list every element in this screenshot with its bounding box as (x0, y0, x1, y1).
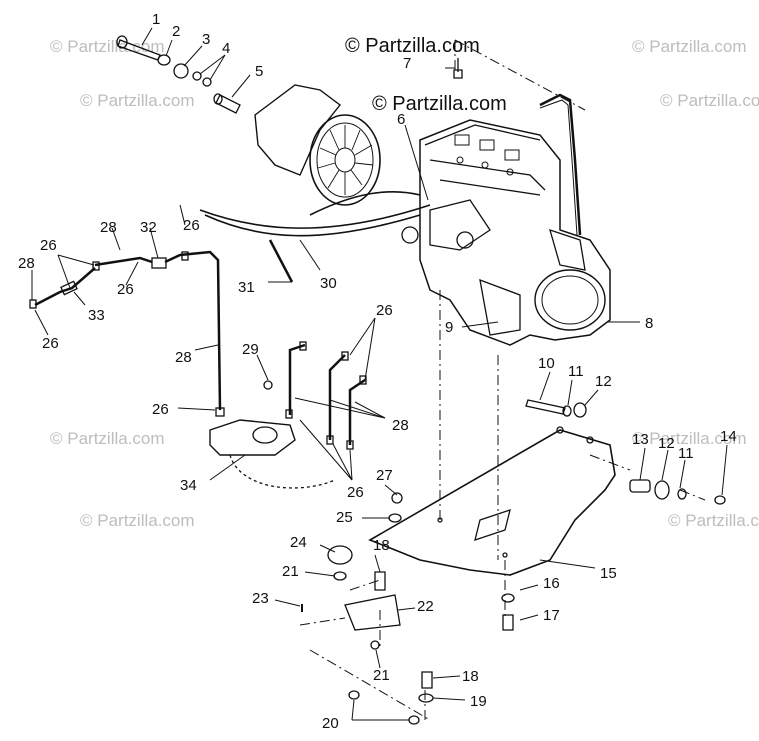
callout-1: 1 (152, 11, 160, 28)
callout-labels: 1 2 3 4 5 6 7 8 9 10 11 12 13 12 11 14 1… (18, 11, 737, 732)
callout-24: 24 (290, 534, 307, 551)
callout-4: 4 (222, 40, 230, 57)
callout-28d: 28 (392, 417, 409, 434)
callout-12: 12 (595, 373, 612, 390)
callout-28b: 28 (18, 255, 35, 272)
callout-3: 3 (202, 31, 210, 48)
throttle-cables (199, 191, 431, 237)
callout-26a: 26 (183, 217, 200, 234)
callout-26e: 26 (152, 401, 169, 418)
cable-tie (268, 239, 294, 283)
callout-25: 25 (336, 509, 353, 526)
engine-plate (368, 426, 616, 576)
callout-21b: 21 (373, 667, 390, 684)
faint-watermarks: © Partzilla.com © Partzilla.com © Partzi… (50, 37, 759, 530)
callout-18b: 18 (462, 668, 479, 685)
callout-26f: 26 (376, 302, 393, 319)
callout-26b: 26 (40, 237, 57, 254)
watermark-mid-right-2: © Partzilla.com (668, 511, 759, 530)
watermark-main: © Partzilla.com (345, 35, 480, 57)
callout-33: 33 (88, 307, 105, 324)
callout-16: 16 (543, 575, 560, 592)
callout-14: 14 (720, 428, 737, 445)
hardware-1-5 (116, 35, 241, 114)
watermark-mid-left-2: © Partzilla.com (80, 511, 195, 530)
watermark-top-left-2: © Partzilla.com (80, 91, 195, 110)
callout-11b: 11 (678, 445, 694, 462)
watermark-mid-right: © Partzilla.com (632, 429, 747, 448)
callout-7: 7 (403, 55, 411, 72)
spark-plug-wire (539, 93, 582, 236)
engine-assembly (401, 119, 611, 346)
callout-13: 13 (632, 431, 649, 448)
callout-30: 30 (320, 275, 337, 292)
callout-12b: 12 (658, 435, 675, 452)
callout-21: 21 (282, 563, 299, 580)
callout-2: 2 (172, 23, 180, 40)
recoil-starter (254, 84, 381, 206)
callout-27: 27 (376, 467, 393, 484)
callout-19: 19 (470, 693, 487, 710)
callout-31: 31 (238, 279, 255, 296)
callout-5: 5 (255, 63, 263, 80)
callout-10: 10 (538, 355, 555, 372)
fuel-pump (209, 341, 367, 489)
callout-26g: 26 (347, 484, 364, 501)
watermark-top-right-2: © Partzilla.com (660, 91, 759, 110)
watermark-top-right: © Partzilla.com (632, 37, 747, 56)
callout-22: 22 (417, 598, 434, 615)
callout-11: 11 (568, 363, 584, 380)
callout-17: 17 (543, 607, 560, 624)
callout-8: 8 (645, 315, 653, 332)
callout-34: 34 (180, 477, 197, 494)
mount-hardware-right (525, 399, 726, 505)
plug-cap (453, 58, 463, 79)
callout-15: 15 (600, 565, 617, 582)
callout-29: 29 (242, 341, 259, 358)
watermark-top-left: © Partzilla.com (50, 37, 165, 56)
callout-23: 23 (252, 590, 269, 607)
fuel-lines (29, 250, 225, 417)
callout-26c: 26 (117, 281, 134, 298)
callout-28c: 28 (175, 349, 192, 366)
callout-28a: 28 (100, 219, 117, 236)
leader-lines (31, 27, 728, 721)
callout-32: 32 (140, 219, 157, 236)
callout-18: 18 (373, 537, 390, 554)
watermark-main-2: © Partzilla.com (372, 93, 507, 115)
callout-9: 9 (445, 319, 453, 336)
callout-20: 20 (322, 715, 339, 732)
watermark-mid-left: © Partzilla.com (50, 429, 165, 448)
callout-26d: 26 (42, 335, 59, 352)
callout-6: 6 (397, 111, 405, 128)
